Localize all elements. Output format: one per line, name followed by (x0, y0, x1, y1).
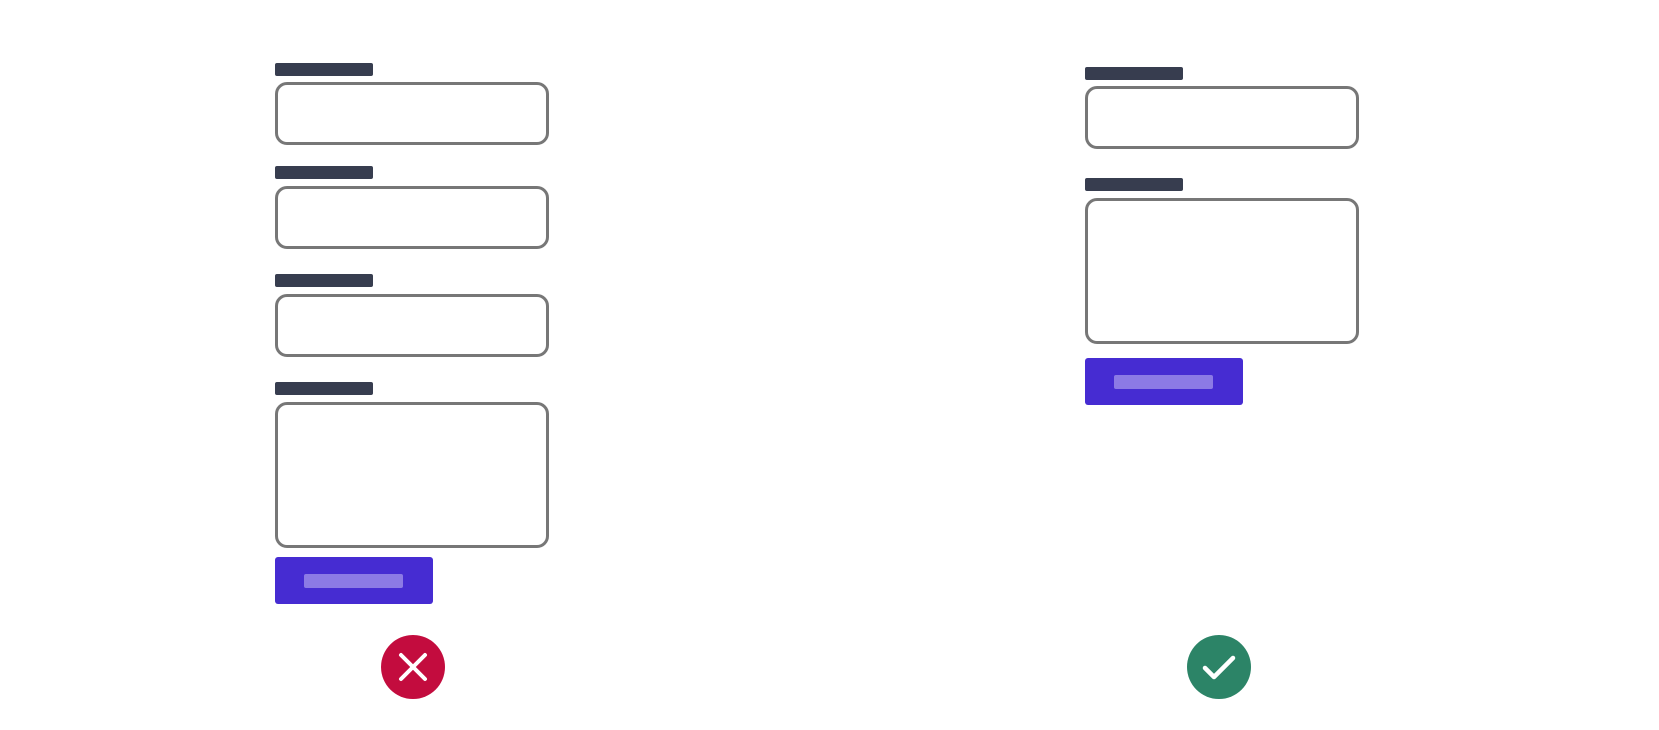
textarea-field[interactable] (1085, 198, 1359, 344)
incorrect-form-example (274, 0, 554, 730)
field-label-placeholder (275, 63, 373, 76)
text-input-field[interactable] (275, 294, 549, 357)
button-label-placeholder (1114, 375, 1213, 389)
incorrect-badge (381, 635, 445, 699)
field-label-placeholder (275, 166, 373, 179)
checkmark-icon (1202, 655, 1236, 680)
correct-form-example (1084, 0, 1364, 730)
textarea-field[interactable] (275, 402, 549, 548)
submit-button[interactable] (275, 557, 433, 604)
text-input-field[interactable] (275, 186, 549, 249)
field-label-placeholder (1085, 178, 1183, 191)
submit-button[interactable] (1085, 358, 1243, 405)
correct-badge (1187, 635, 1251, 699)
x-icon (399, 653, 427, 681)
text-input-field[interactable] (275, 82, 549, 145)
text-input-field[interactable] (1085, 86, 1359, 149)
field-label-placeholder (275, 274, 373, 287)
field-label-placeholder (275, 382, 373, 395)
button-label-placeholder (304, 574, 403, 588)
field-label-placeholder (1085, 67, 1183, 80)
